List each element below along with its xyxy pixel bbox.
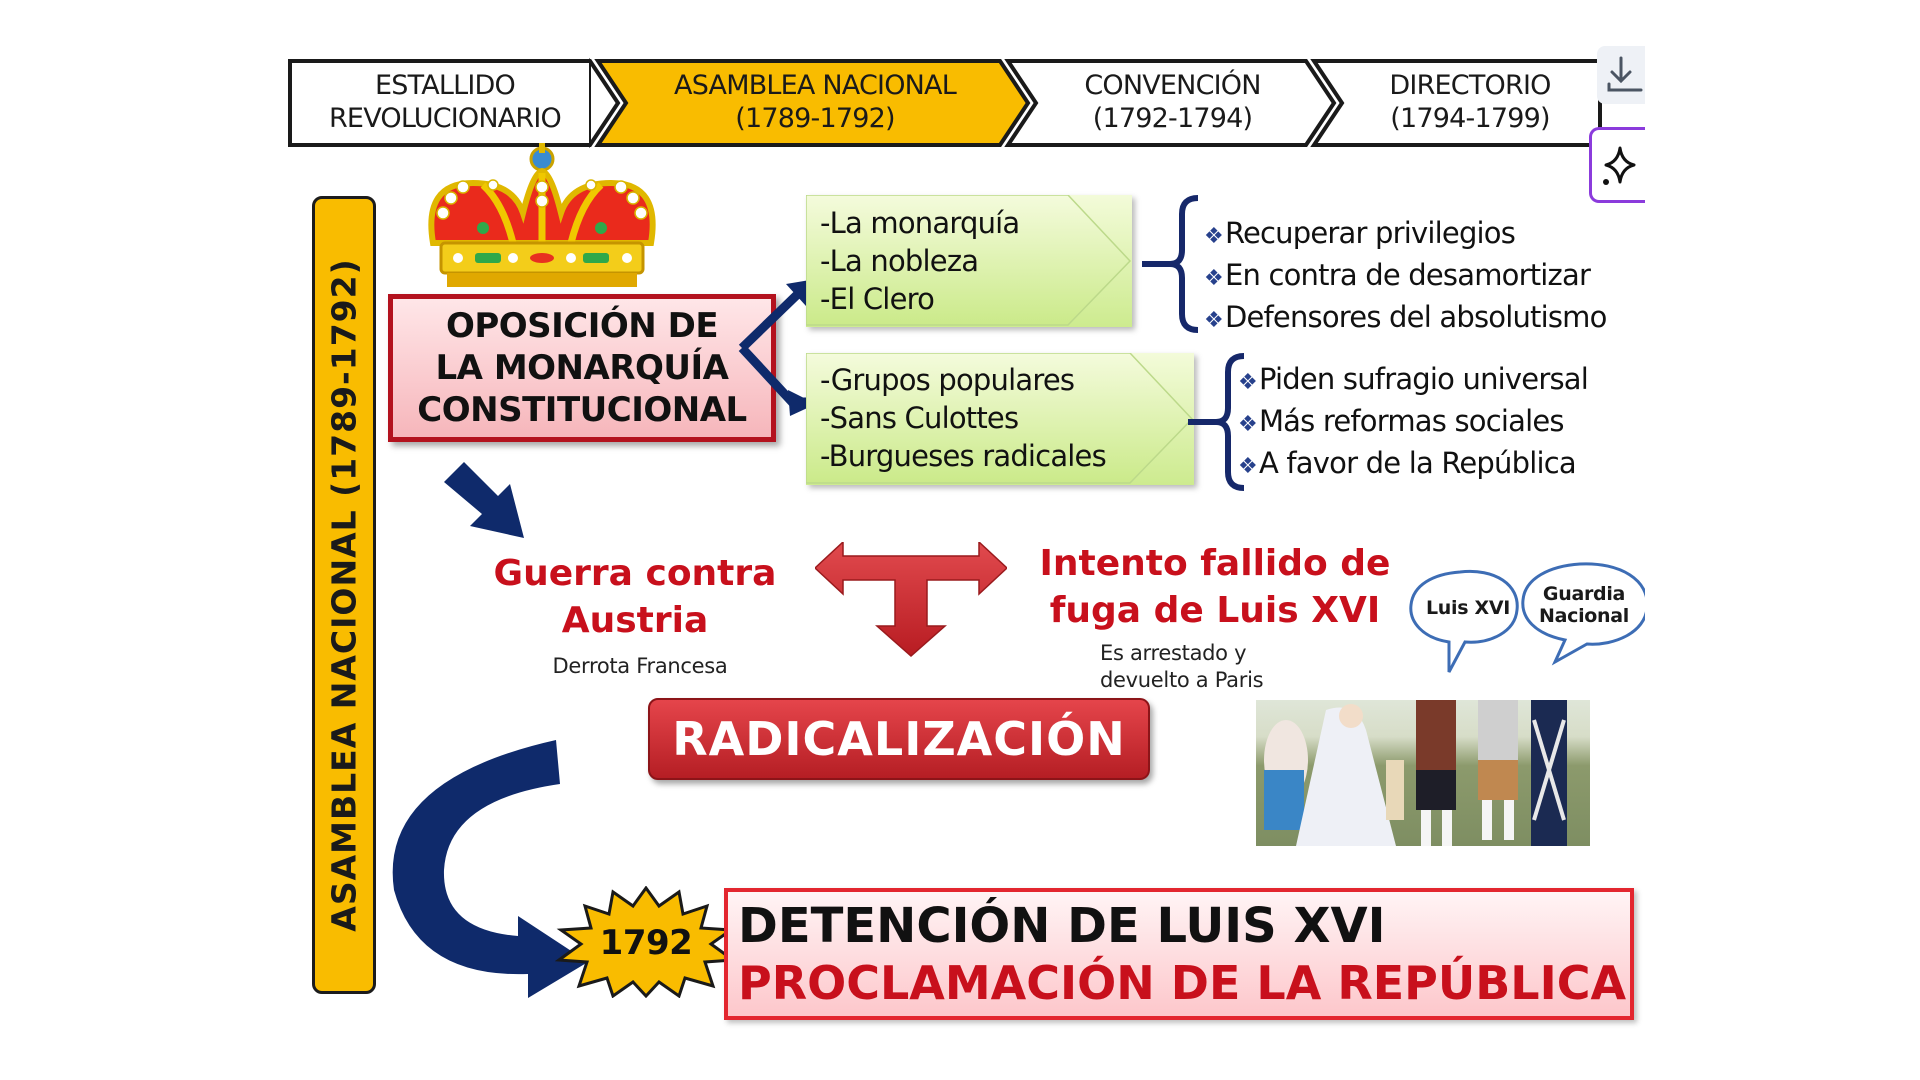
diamond-bullet-icon: ❖ (1204, 224, 1224, 249)
diamond-bullet-icon: ❖ (1204, 308, 1224, 333)
timeline-stage-asamblea: ASAMBLEA NACIONAL (1789-1792) (674, 70, 957, 134)
opposition-box: OPOSICIÓN DE LA MONARQUÍA CONSTITUCIONAL (388, 294, 776, 442)
timeline-header: ESTALLIDO REVOLUCIONARIO ASAMBLEA NACION… (0, 0, 1920, 160)
curved-arrow-icon (392, 740, 588, 998)
outcome-box: DETENCIÓN DE LUIS XVI PROCLAMACIÓN DE LA… (724, 888, 1634, 1020)
viewer-margin (1645, 0, 1920, 1080)
list-item: ❖Defensores del absolutismo (1204, 300, 1607, 334)
crown-icon (428, 143, 656, 287)
diamond-bullet-icon: ❖ (1238, 454, 1258, 479)
speech-bubbles (1409, 562, 1649, 673)
list-item: ❖En contra de desamortizar (1204, 258, 1591, 292)
list-item: ❖A favor de la República (1238, 446, 1577, 480)
timeline-stage-estallido: ESTALLIDO REVOLUCIONARIO (328, 70, 562, 134)
diagonal-arrow-icon (444, 462, 524, 538)
branch-arrows-icon (738, 280, 816, 416)
conservative-groups-list: -La monarquía -La nobleza -El Clero (820, 206, 1020, 316)
download-icon (1607, 56, 1643, 92)
diamond-bullet-icon: ❖ (1204, 266, 1224, 291)
radical-groups-list: -Grupos populares -Sans Culottes -Burgue… (820, 363, 1107, 473)
flight-illustration (1256, 700, 1590, 846)
sparkle-icon (1603, 146, 1636, 185)
diamond-bullet-icon: ❖ (1238, 412, 1258, 437)
brace-icon (1142, 195, 1199, 333)
war-austria-note: Derrota Francesa (552, 654, 728, 678)
timeline-stage-convencion: CONVENCIÓN (1792-1794) (1084, 70, 1261, 134)
brace-icon (1188, 353, 1245, 491)
list-item: ❖Más reformas sociales (1238, 404, 1565, 438)
radical-goals-list: ❖Piden sufragio universal ❖Más reformas … (1238, 360, 1589, 486)
war-austria-title: Guerra contra Austria (493, 553, 777, 641)
t-arrow-icon (815, 542, 1007, 658)
ai-assist-button[interactable] (1589, 127, 1645, 203)
radical-groups-box (806, 353, 1194, 485)
outcome-detention: DETENCIÓN DE LUIS XVI (738, 898, 1386, 954)
outcome-republic: PROCLAMACIÓN DE LA REPÚBLICA (738, 956, 1627, 1010)
timeline-stage-directorio: DIRECTORIO (1794-1799) (1389, 70, 1551, 134)
download-button[interactable] (1597, 46, 1645, 104)
period-sidebar-label: ASAMBLEA NACIONAL (1789-1792) (324, 258, 364, 932)
painting-figures (1264, 700, 1567, 846)
conservative-groups-box (806, 195, 1132, 327)
period-sidebar: ASAMBLEA NACIONAL (1789-1792) (312, 196, 376, 994)
conservative-goals-list: ❖Recuperar privilegios ❖En contra de des… (1204, 214, 1607, 340)
year-label: 1792 (599, 923, 693, 963)
bubble-guardia-nacional: Guardia Nacional (1538, 583, 1629, 627)
radicalization-banner: RADICALIZACIÓN (648, 698, 1150, 780)
list-item: ❖Recuperar privilegios (1204, 216, 1516, 250)
bubble-luis-xvi: Luis XVI (1425, 597, 1511, 619)
flight-attempt-title: Intento fallido de fuga de Luis XVI (1039, 543, 1391, 631)
list-item: ❖Piden sufragio universal (1238, 362, 1589, 396)
year-starburst (555, 886, 737, 998)
timeline-chevrons (288, 57, 1602, 149)
flight-attempt-note: Es arrestado y devuelto a Paris (1100, 641, 1264, 692)
diamond-bullet-icon: ❖ (1238, 370, 1258, 395)
